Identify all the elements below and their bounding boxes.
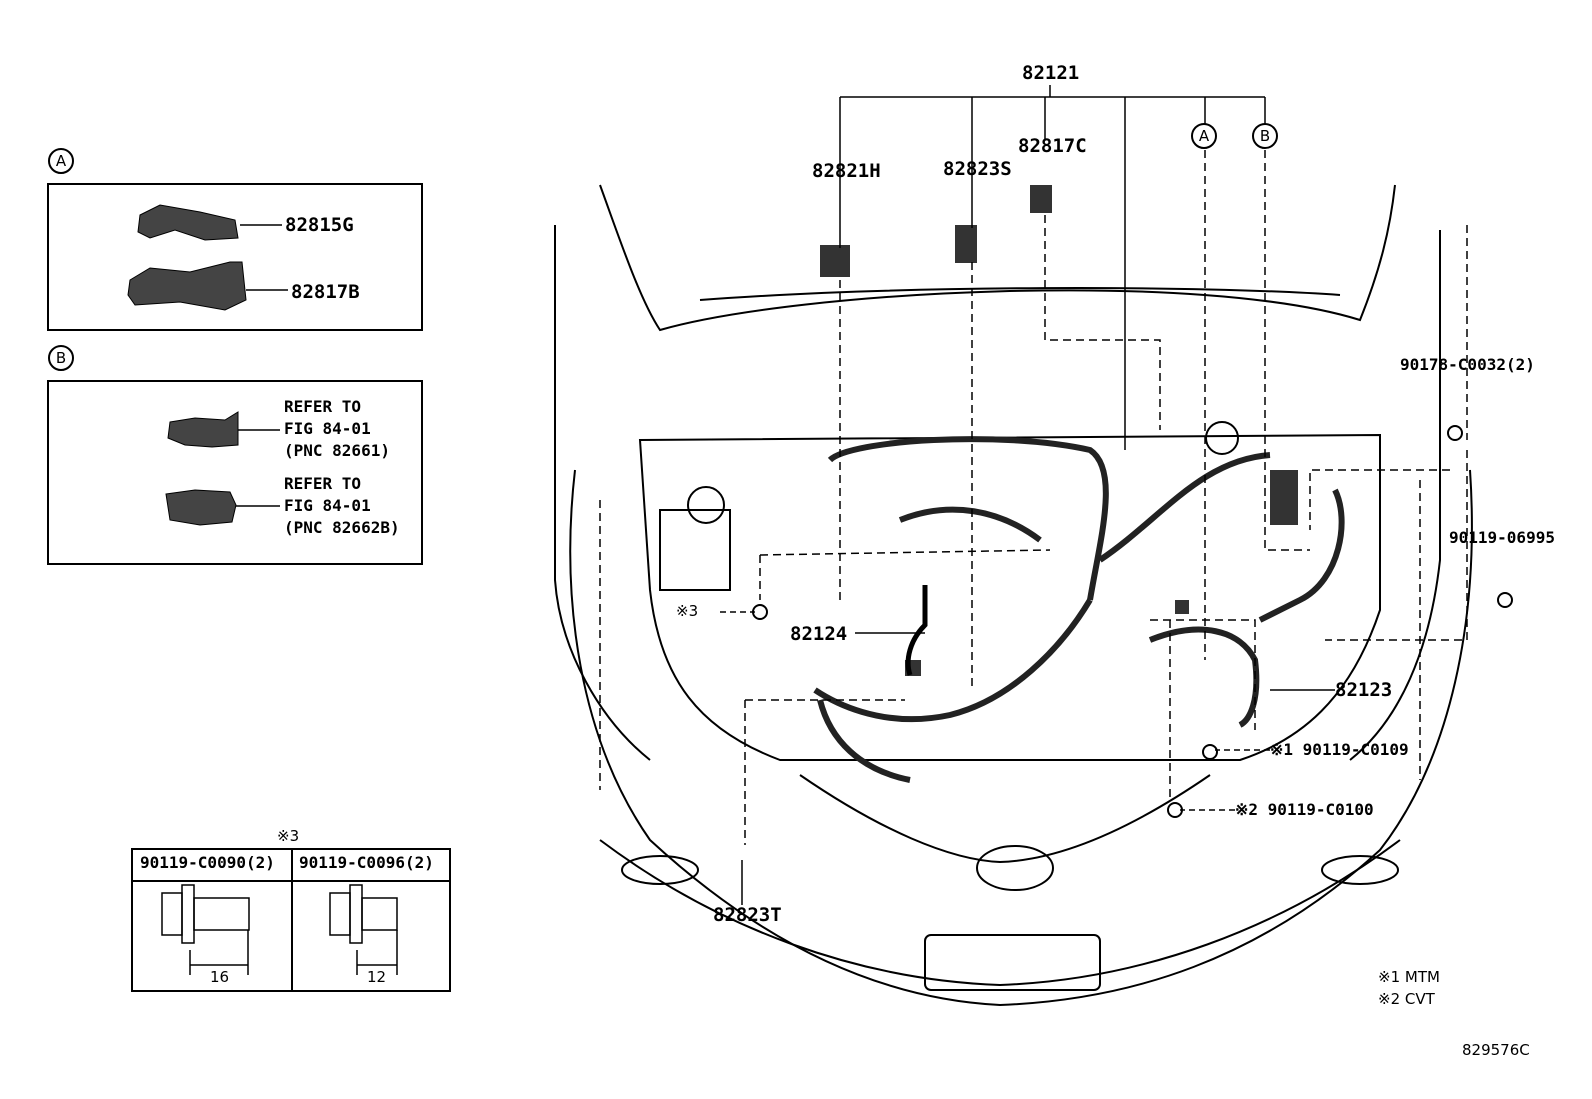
hood-inner-line	[699, 287, 1341, 301]
bolt-icons	[752, 425, 1513, 818]
callout-a-inset: A	[48, 148, 74, 174]
inset-b-box	[47, 380, 423, 565]
legend-mtm: ※1 MTM	[1378, 968, 1440, 986]
callout-a-main: A	[1191, 123, 1217, 149]
label-90119-c0109: ※1 90119-C0109	[1270, 740, 1409, 759]
hood-outline	[599, 184, 1396, 332]
label-90119-06995: 90119-06995	[1449, 528, 1555, 547]
label-82124: 82124	[790, 623, 848, 645]
fog-light-right	[1321, 855, 1399, 885]
label-82123: 82123	[1335, 679, 1393, 701]
ref-2-line3: (PNC 82662B)	[284, 518, 400, 537]
ref-2-line1: REFER TO	[284, 474, 362, 493]
bolt-length-1: 16	[210, 968, 230, 986]
label-82815g: 82815G	[285, 214, 354, 236]
label-82121: 82121	[1022, 62, 1080, 84]
bolt-table-drawings	[161, 884, 398, 975]
reservoir-cap-right	[1205, 421, 1239, 455]
label-82821h: 82821H	[812, 160, 881, 182]
bumper-lower	[599, 839, 1401, 987]
harness-connectors	[820, 185, 1298, 676]
bolt-table-part-1: 90119-C0090(2)	[140, 853, 275, 872]
fog-light-left	[621, 855, 699, 885]
callout-b-inset: B	[48, 345, 74, 371]
inset-a-parts	[127, 204, 247, 311]
ref-2-line2: FIG 84-01	[284, 496, 371, 515]
label-90178: 90178-C0032(2)	[1400, 355, 1535, 374]
label-90119-c0100: ※2 90119-C0100	[1235, 800, 1374, 819]
wire-harness	[813, 436, 1345, 783]
emblem	[976, 845, 1054, 891]
reservoir-cap	[687, 486, 725, 524]
harness-82124	[905, 585, 928, 676]
label-82817c: 82817C	[1018, 135, 1087, 157]
ref-1-line3: (PNC 82661)	[284, 441, 390, 460]
label-82817b: 82817B	[291, 281, 360, 303]
reservoir-tank	[659, 509, 731, 591]
bolt-table-part-2: 90119-C0096(2)	[299, 853, 434, 872]
legend-cvt: ※2 CVT	[1378, 990, 1435, 1008]
bolt-table-title: ※3	[277, 827, 300, 845]
license-plate	[924, 934, 1101, 991]
inset-b-parts	[165, 411, 239, 526]
bolt-length-2: 12	[367, 968, 387, 986]
fender-right	[1349, 230, 1441, 761]
fender-left	[554, 225, 651, 761]
ref-1-line2: FIG 84-01	[284, 419, 371, 438]
bolt-table-divider	[291, 850, 293, 990]
leader-82121	[839, 85, 1266, 450]
label-82823s: 82823S	[943, 158, 1012, 180]
label-note-3: ※3	[676, 602, 699, 620]
ref-1-line1: REFER TO	[284, 397, 362, 416]
label-82823t: 82823T	[713, 904, 782, 926]
callout-b-main: B	[1252, 123, 1278, 149]
grille	[799, 774, 1211, 864]
engine-bay-frame	[638, 433, 1381, 761]
front-bumper	[569, 469, 1473, 1007]
figure-id: 829576C	[1462, 1041, 1530, 1059]
inset-a-box	[47, 183, 423, 331]
bolt-table	[131, 848, 451, 992]
